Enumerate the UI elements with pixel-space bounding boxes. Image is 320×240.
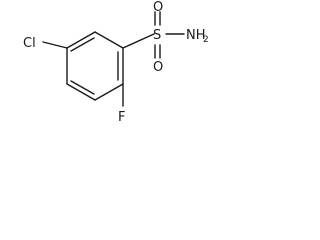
ring-bond-c4-c5 — [66, 83, 96, 101]
bond-ring-to-chlorine — [42, 41, 68, 49]
ring-bond-c3-c4 — [94, 83, 124, 101]
amine-subscript: 2 — [203, 35, 209, 45]
ring-bond-c6-c1-inner — [70, 37, 95, 52]
bond-ring-to-sulfur — [122, 33, 155, 49]
amine-group-label: NH — [186, 28, 206, 43]
ring-bond-c6-c1 — [66, 31, 96, 49]
sulfur-atom-label: S — [153, 28, 161, 43]
ring-bond-c1-c2 — [94, 31, 124, 49]
benzene-ring — [66, 31, 124, 101]
oxygen-bottom-atom-label: O — [153, 60, 163, 75]
chemical-structure-diagram: Cl F S O O NH 2 — [23, 0, 209, 125]
ring-bond-c4-c5-inner — [70, 80, 95, 95]
oxygen-top-atom-label: O — [153, 0, 163, 15]
fluorine-atom-label: F — [118, 110, 125, 125]
chlorine-atom-label: Cl — [23, 36, 36, 51]
